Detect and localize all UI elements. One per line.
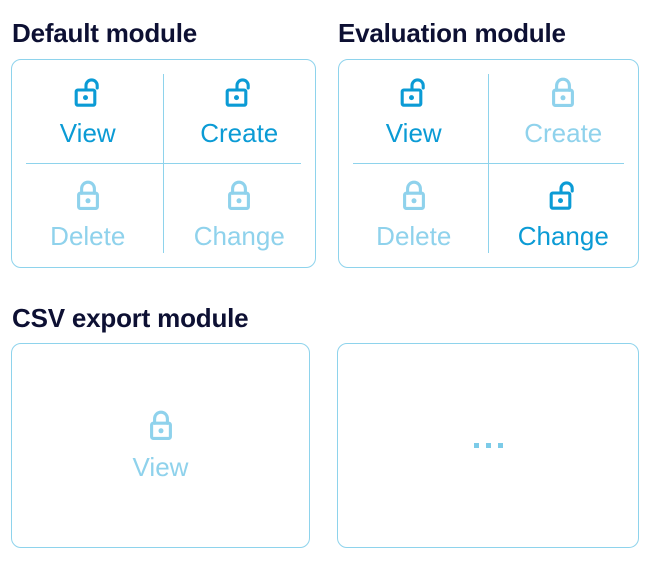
permission-label: View [59,117,116,148]
ellipsis-dot-icon [485,443,491,448]
permission-label: Delete [376,221,452,252]
permission-cell-change[interactable]: Change [164,164,316,268]
ellipsis-dot-icon [497,443,503,448]
permission-label: Delete [50,221,126,252]
permission-card-default-module: View Create [11,59,316,268]
permission-label: Create [200,117,279,148]
permission-cell-create[interactable]: Create [164,60,316,164]
unlocked-padlock-icon [546,179,580,220]
grid-divider-horizontal [26,162,301,165]
permission-grid: View Create [12,60,315,267]
permission-label: View [132,452,189,482]
permission-grid: View Create [339,60,638,267]
unlocked-padlock-icon [222,76,256,117]
locked-padlock-icon [399,179,429,220]
permission-card-placeholder [337,343,639,548]
unlocked-padlock-icon [397,76,431,117]
section-title-default-module: Default module [12,18,197,48]
section-title-csv-export-module: CSV export module [12,303,249,333]
locked-padlock-icon [548,76,578,117]
permission-card-csv-export-module: View [11,343,310,548]
permission-label: Create [524,117,603,148]
locked-padlock-icon [73,179,103,220]
unlocked-padlock-icon [71,76,105,117]
permission-cell-view[interactable]: View [339,60,489,164]
permission-label: Change [517,221,609,252]
permission-cell-view[interactable]: View [12,344,309,547]
grid-divider-horizontal [353,162,624,165]
ellipsis-indicator [338,344,638,547]
ellipsis-dot-icon [473,443,479,448]
permission-label: Change [193,221,285,252]
permission-cell-delete[interactable]: Delete [339,164,489,268]
section-title-evaluation-module: Evaluation module [338,18,566,48]
locked-padlock-icon [146,409,176,450]
permission-cell-change[interactable]: Change [489,164,639,268]
permission-label: View [385,117,442,148]
permission-cell-create[interactable]: Create [489,60,639,164]
permission-cell-delete[interactable]: Delete [12,164,164,268]
permission-cell-view[interactable]: View [12,60,164,164]
locked-padlock-icon [224,179,254,220]
permission-card-evaluation-module: View Create [338,59,639,268]
